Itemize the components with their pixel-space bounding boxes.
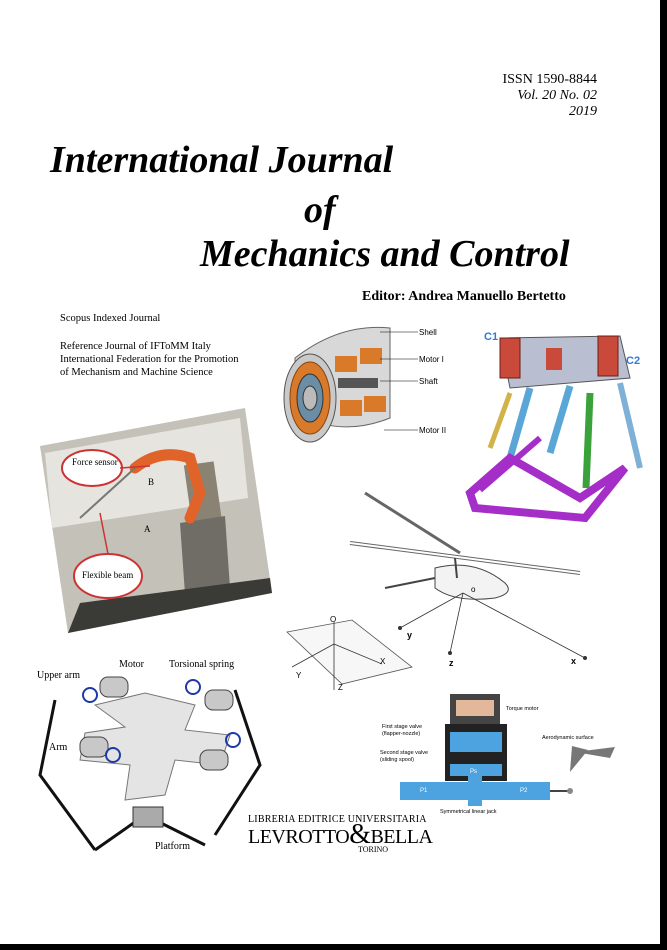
title-line-2: of <box>304 189 336 231</box>
label-heli-y: y <box>407 630 412 640</box>
label-torsional-spring: Torsional spring <box>169 659 234 670</box>
label-motor: Motor <box>119 659 145 670</box>
label-point-b: B <box>148 477 154 487</box>
label-platform: Platform <box>155 841 190 852</box>
label-c2: C2 <box>626 355 640 367</box>
publisher-name: LEVROTTO&BELLA <box>248 821 433 849</box>
label-plate-z: Z <box>338 683 343 692</box>
label-first-stage-sub: (flapper-nozzle) <box>382 731 420 737</box>
publisher-right: BELLA <box>370 826 433 848</box>
label-ps: Ps <box>470 769 477 775</box>
label-p1: P1 <box>420 788 428 794</box>
label-flexible-beam: Flexible beam <box>82 570 133 580</box>
publisher-top: LIBRERIA EDITRICE UNIVERSITARIA <box>248 814 427 825</box>
right-border <box>660 0 667 950</box>
label-plate-y: Y <box>296 671 302 680</box>
label-shaft: Shaft <box>419 377 438 386</box>
publisher-logo: LIBRERIA EDITRICE UNIVERSITARIA LEVROTTO… <box>248 814 433 855</box>
editor-line: Editor: Andrea Manuello Bertetto <box>362 289 566 304</box>
parallel-mechanism-figure: C1 C2 <box>450 318 645 523</box>
plate-axes-figure: O X Y Z <box>286 615 413 692</box>
platform-mechanism-figure: Upper arm Motor Torsional spring Arm Pla… <box>37 659 262 852</box>
label-second-stage: Second stage valve <box>380 750 428 756</box>
issn: ISSN 1590-8844 <box>502 72 597 87</box>
publisher-city: TORINO <box>358 845 389 854</box>
label-heli-x: x <box>571 656 576 666</box>
issue-info: ISSN 1590-8844 Vol. 20 No. 02 2019 <box>502 72 597 120</box>
publisher-amp: & <box>349 819 371 850</box>
reference-note: Reference Journal of IFToMM Italy Intern… <box>60 340 238 379</box>
label-force-sensor: Force sensor <box>72 457 118 467</box>
label-plate-x: X <box>380 657 386 666</box>
title-line-3: Mechanics and Control <box>200 233 570 275</box>
title-line-1: International Journal <box>50 139 394 181</box>
label-heli-o: o <box>471 585 476 594</box>
label-plate-o: O <box>330 615 336 624</box>
label-upper-arm: Upper arm <box>37 670 80 681</box>
label-arm: Arm <box>49 742 68 753</box>
bottom-border <box>0 944 667 950</box>
label-c1: C1 <box>484 331 498 343</box>
label-motor-2: Motor II <box>419 426 446 435</box>
motor-cutaway-figure: Shell Motor I Shaft Motor II <box>283 326 446 443</box>
volume-number: Vol. 20 No. 02 <box>517 88 597 103</box>
label-motor-1: Motor I <box>419 355 444 364</box>
label-shell: Shell <box>419 328 437 337</box>
label-torque-motor: Torque motor <box>506 706 539 712</box>
reference-line-2: International Federation for the Promoti… <box>60 354 239 365</box>
reference-line-3: of Mechanism and Machine Science <box>60 367 213 378</box>
label-linear-jack: Symmetrical linear jack <box>440 809 497 815</box>
robot-photo-figure: Force sensor Flexible beam B A <box>40 408 272 633</box>
reference-line-1: Reference Journal of IFToMM Italy <box>60 341 211 352</box>
label-second-stage-sub: (sliding spool) <box>380 757 414 763</box>
label-aerodynamic-surface: Aerodynamic surface <box>542 735 594 741</box>
label-p2: P2 <box>520 788 528 794</box>
publisher-left: LEVROTTO <box>248 826 350 848</box>
issue-year: 2019 <box>569 104 597 119</box>
label-first-stage: First stage valve <box>382 724 422 730</box>
label-point-a: A <box>144 524 151 534</box>
servo-valve-figure: Torque motor First stage valve (flapper-… <box>380 694 615 815</box>
label-heli-z: z <box>449 658 454 668</box>
helicopter-figure: o y z x <box>349 491 587 668</box>
scopus-note: Scopus Indexed Journal <box>60 313 161 324</box>
